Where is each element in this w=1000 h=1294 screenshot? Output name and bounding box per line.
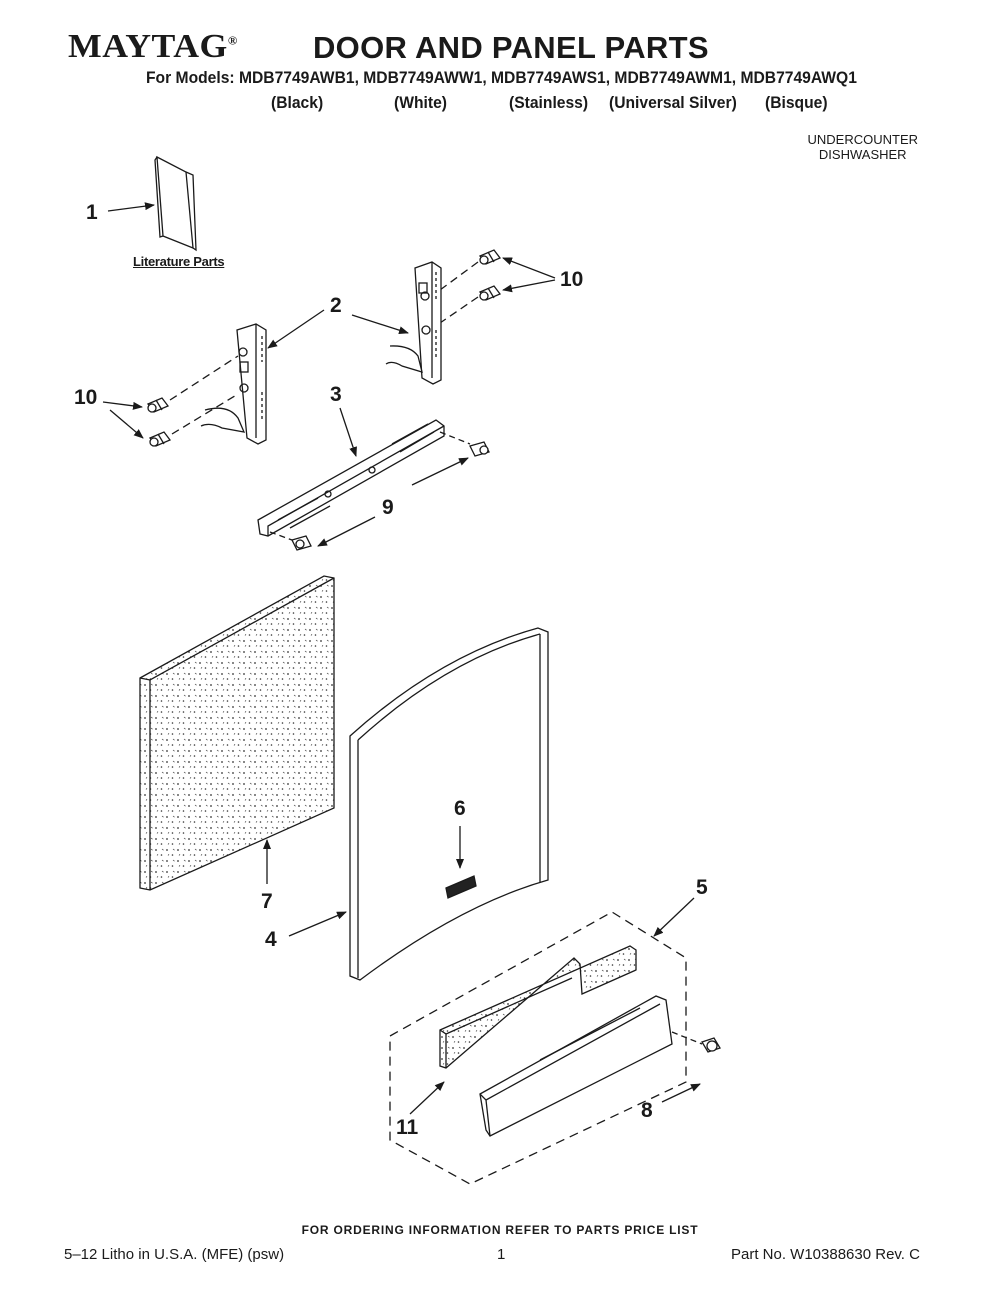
dash-rail-right xyxy=(439,431,471,445)
finish-stainless: (Stainless) xyxy=(509,93,589,112)
arrow-9-right xyxy=(411,457,469,486)
callout-3: 3 xyxy=(330,383,342,406)
screw-left-1 xyxy=(146,397,170,413)
brand-logo: MAYTAG® xyxy=(68,28,238,66)
product-type: UNDERCOUNTER DISHWASHER xyxy=(808,132,919,162)
screw-top-1 xyxy=(478,249,502,265)
screw-left-2 xyxy=(148,431,172,447)
product-type-line1: UNDERCOUNTER xyxy=(807,132,919,147)
literature-parts-label: Literature Parts xyxy=(133,254,225,269)
finish-bisque: (Bisque) xyxy=(765,93,828,112)
ordering-note: FOR ORDERING INFORMATION REFER TO PARTS … xyxy=(301,1223,699,1237)
arrow-10-left-a xyxy=(102,401,143,410)
callout-1: 1 xyxy=(86,201,98,224)
callout-7: 7 xyxy=(261,890,273,913)
access-panel-insulation xyxy=(439,945,637,1069)
door-insulation-panel xyxy=(139,575,335,891)
arrow-2 xyxy=(351,314,409,335)
arrow-9-left xyxy=(317,516,376,547)
arrow-10-top-b xyxy=(502,279,556,293)
screw-rail-right xyxy=(469,441,490,457)
callout-4: 4 xyxy=(265,928,277,951)
arrow-1 xyxy=(107,202,155,212)
arrow-10-top-a xyxy=(502,257,556,279)
registered-mark: ® xyxy=(227,33,238,48)
arrow-8 xyxy=(661,1083,701,1103)
callout-8: 8 xyxy=(641,1099,653,1122)
dash-screw-top-1 xyxy=(439,261,479,291)
arrow-11 xyxy=(409,1081,445,1115)
callout-2: 2 xyxy=(330,294,342,317)
models-line: For Models: MDB7749AWB1, MDB7749AWW1, MD… xyxy=(146,68,857,87)
arrow-10-left-b xyxy=(109,409,144,439)
literature-booklet xyxy=(154,155,197,252)
dash-access-screw xyxy=(671,1031,703,1045)
finish-universal-silver: (Universal Silver) xyxy=(609,93,737,112)
finish-white: (White) xyxy=(394,93,447,112)
dash-screw-left-1 xyxy=(169,355,239,401)
arrow-5 xyxy=(653,897,695,937)
callout-5: 5 xyxy=(696,876,708,899)
outer-door-panel xyxy=(349,627,549,981)
page-number: 1 xyxy=(497,1246,506,1263)
door-bracket-left xyxy=(200,323,267,445)
callout-6: 6 xyxy=(454,797,466,820)
brand-name: MAYTAG xyxy=(68,28,228,65)
callout-9: 9 xyxy=(382,496,394,519)
door-bracket-right xyxy=(385,261,442,385)
litho-note: 5–12 Litho in U.S.A. (MFE) (psw) xyxy=(64,1246,285,1263)
arrow-4 xyxy=(288,911,347,937)
brand-badge xyxy=(445,875,477,899)
finish-black: (Black) xyxy=(271,93,324,112)
kickplate-assembly-boundary xyxy=(389,911,687,1185)
callout-11: 11 xyxy=(396,1116,419,1139)
access-panel xyxy=(479,995,673,1137)
product-type-line2: DISHWASHER xyxy=(818,147,907,162)
dash-screw-top-2 xyxy=(439,296,479,324)
part-number: Part No. W10388630 Rev. C xyxy=(731,1246,920,1263)
access-panel-screw xyxy=(701,1037,721,1053)
dash-rail-left xyxy=(269,531,293,541)
screw-rail-left xyxy=(291,535,312,551)
page-title: DOOR AND PANEL PARTS xyxy=(313,30,709,65)
arrow-3 xyxy=(339,407,357,457)
screw-top-2 xyxy=(478,285,502,301)
callout-10-left: 10 xyxy=(74,386,97,409)
arrow-2-left xyxy=(267,309,325,349)
callout-10-top: 10 xyxy=(560,268,583,291)
mounting-rail xyxy=(257,419,445,537)
